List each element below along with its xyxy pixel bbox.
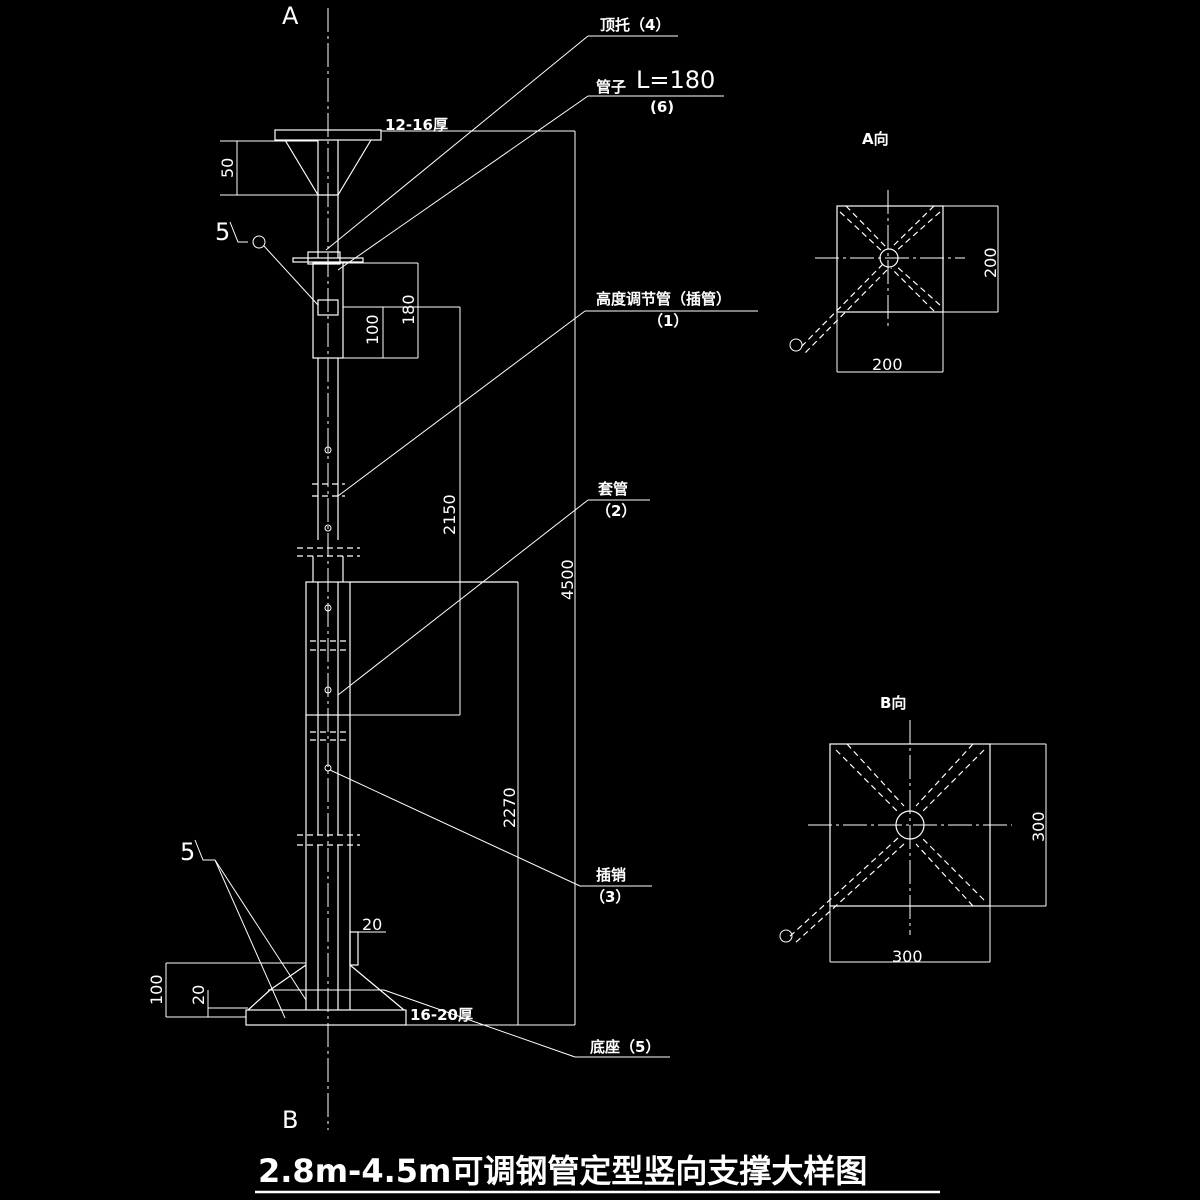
callout-height-tube-no: （1） — [648, 312, 688, 330]
height-adjustment-tube — [312, 262, 345, 540]
callout-pipe-length: L=180 — [636, 66, 715, 94]
callout-pipe: 管子 — [596, 78, 626, 96]
sleeve-tube — [305, 581, 518, 716]
drawing-title-block: 2.8m-4.5m可调钢管定型竖向支撑大样图 — [255, 1152, 940, 1194]
callouts: 顶托（4） 管子 L=180 (6) 高度调节管（插管） （1） 套管 （2） … — [325, 16, 758, 1058]
view-a: A向 200 200 — [789, 130, 1000, 374]
svg-text:300: 300 — [892, 947, 923, 966]
svg-text:5: 5 — [215, 218, 230, 246]
svg-text:200: 200 — [981, 247, 1000, 278]
svg-text:100: 100 — [147, 974, 166, 1005]
dim-base: 100 20 — [147, 962, 306, 1018]
callout-pin: 插销 — [596, 866, 626, 884]
base-plate: 20 — [245, 915, 407, 1026]
svg-text:4500: 4500 — [558, 559, 577, 600]
svg-text:20: 20 — [189, 985, 208, 1005]
view-a-label: A向 — [862, 130, 889, 148]
callout-pin-no: （3） — [590, 888, 630, 906]
weld-symbol-upper: 5 — [215, 218, 319, 306]
svg-text:50: 50 — [218, 158, 237, 178]
svg-text:5: 5 — [180, 838, 195, 866]
svg-text:300: 300 — [1029, 811, 1048, 842]
section-mark-b: B — [282, 1106, 298, 1134]
callout-top-support: 顶托（4） — [600, 16, 670, 34]
adjusting-nut — [292, 251, 364, 265]
dim-lower-tube: 2270 — [500, 582, 519, 1025]
top-plate-note: 12-16厚 — [385, 116, 448, 134]
dim-collar: 100 180 — [343, 262, 460, 359]
callout-sleeve-no: （2） — [596, 502, 636, 520]
callout-base: 底座（5） — [590, 1038, 660, 1056]
section-mark-a: A — [282, 2, 299, 30]
svg-text:20: 20 — [362, 915, 382, 934]
top-support-head — [274, 129, 382, 258]
elevation-view: A B 12-16厚 50 5 — [147, 2, 577, 1134]
view-b-label: B向 — [880, 694, 906, 712]
svg-text:100: 100 — [363, 314, 382, 345]
dim-upper-tube: 2150 — [343, 307, 461, 716]
dim-overall: 4500 — [406, 131, 577, 1026]
base-plate-note: 16-20厚 — [410, 1006, 473, 1024]
callout-height-tube: 高度调节管（插管） — [596, 290, 731, 308]
svg-text:200: 200 — [872, 355, 903, 374]
weld-symbol-lower: 5 — [180, 838, 307, 1019]
svg-text:180: 180 — [399, 294, 418, 325]
tube-joint-upper — [297, 547, 360, 582]
lower-support-tube — [297, 715, 360, 1010]
callout-pipe-no: (6) — [650, 98, 674, 116]
svg-text:2270: 2270 — [500, 787, 519, 828]
svg-text:2150: 2150 — [440, 494, 459, 535]
callout-sleeve: 套管 — [597, 480, 628, 498]
dim-top-cone: 50 — [218, 140, 318, 196]
view-b: B向 300 300 — [779, 694, 1048, 966]
drawing-title: 2.8m-4.5m可调钢管定型竖向支撑大样图 — [258, 1152, 867, 1190]
